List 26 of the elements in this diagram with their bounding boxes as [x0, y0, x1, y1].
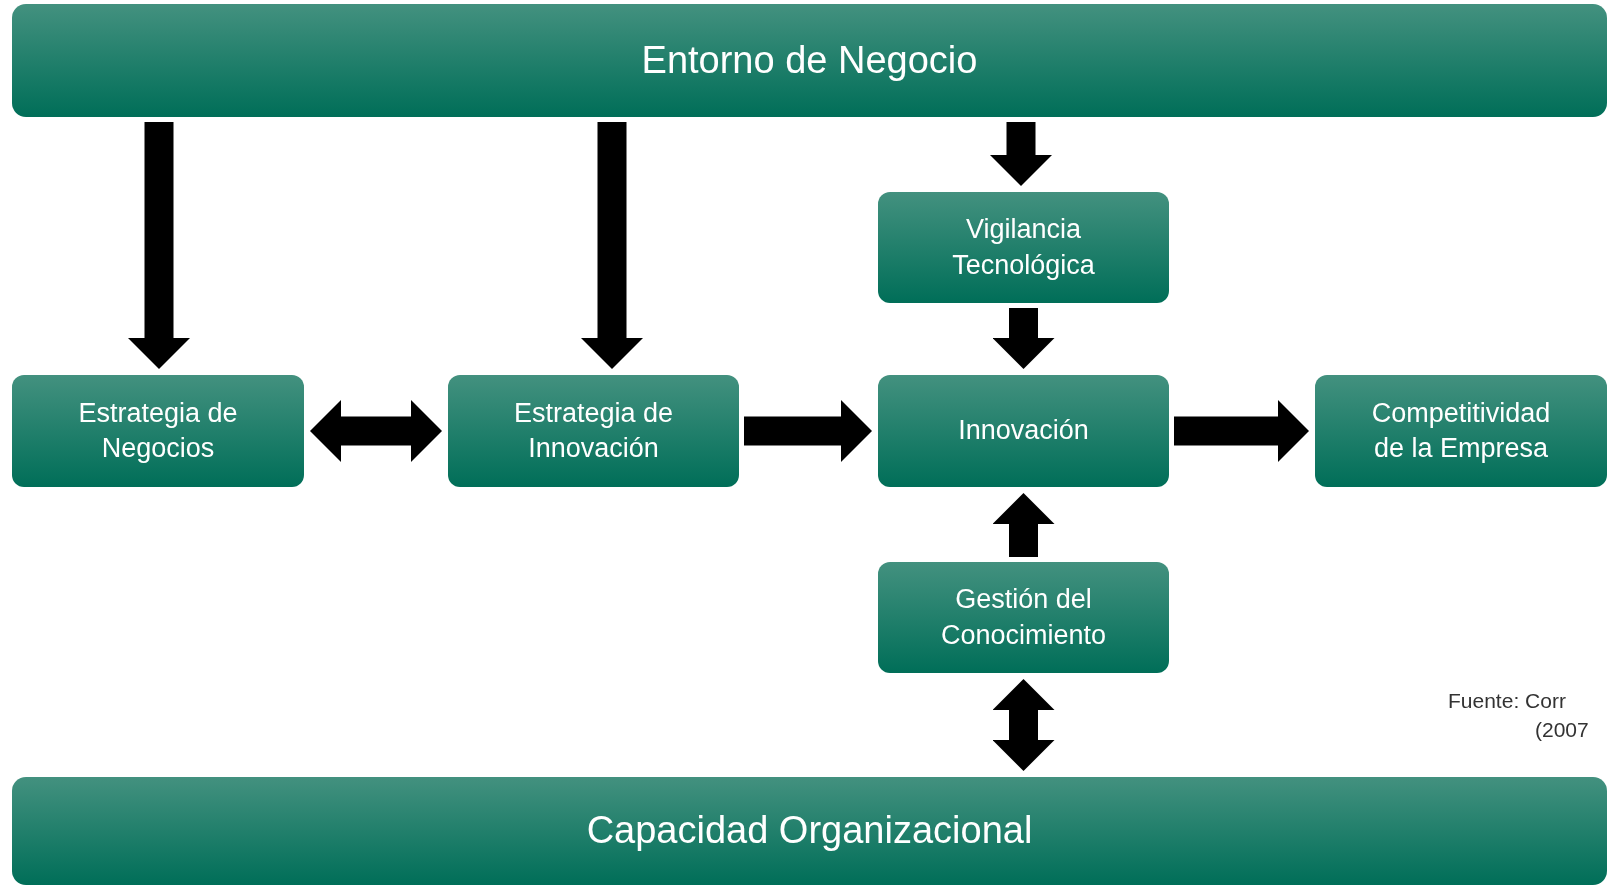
node-label: Gestión del Conocimiento [939, 583, 1108, 652]
arrow [581, 122, 643, 369]
node-label: Estrategia de Innovación [512, 396, 675, 465]
arrow [992, 679, 1055, 771]
banner-box [12, 4, 1607, 117]
node-label: Entorno de Negocio [641, 37, 978, 83]
process-box [1315, 375, 1607, 487]
arrow [744, 400, 872, 462]
node-label: Estrategia de Negocios [77, 396, 239, 465]
process-box [878, 375, 1169, 487]
process-box [878, 562, 1169, 673]
process-box [448, 375, 739, 487]
node-label: Competitividad de la Empresa [1370, 396, 1552, 465]
process-box [12, 375, 304, 487]
node-label: Vigilancia Tecnológica [951, 213, 1096, 282]
arrow [128, 122, 190, 369]
arrow [990, 122, 1052, 186]
source-note: (2007 [1535, 718, 1589, 742]
arrow [992, 308, 1055, 369]
arrow [1174, 400, 1309, 462]
process-box [878, 192, 1169, 303]
node-label: Capacidad Organizacional [586, 808, 1033, 854]
banner-box [12, 777, 1607, 885]
arrow [310, 400, 442, 462]
source-note: Fuente: Corr [1448, 689, 1566, 713]
node-label: Innovación [958, 414, 1089, 448]
